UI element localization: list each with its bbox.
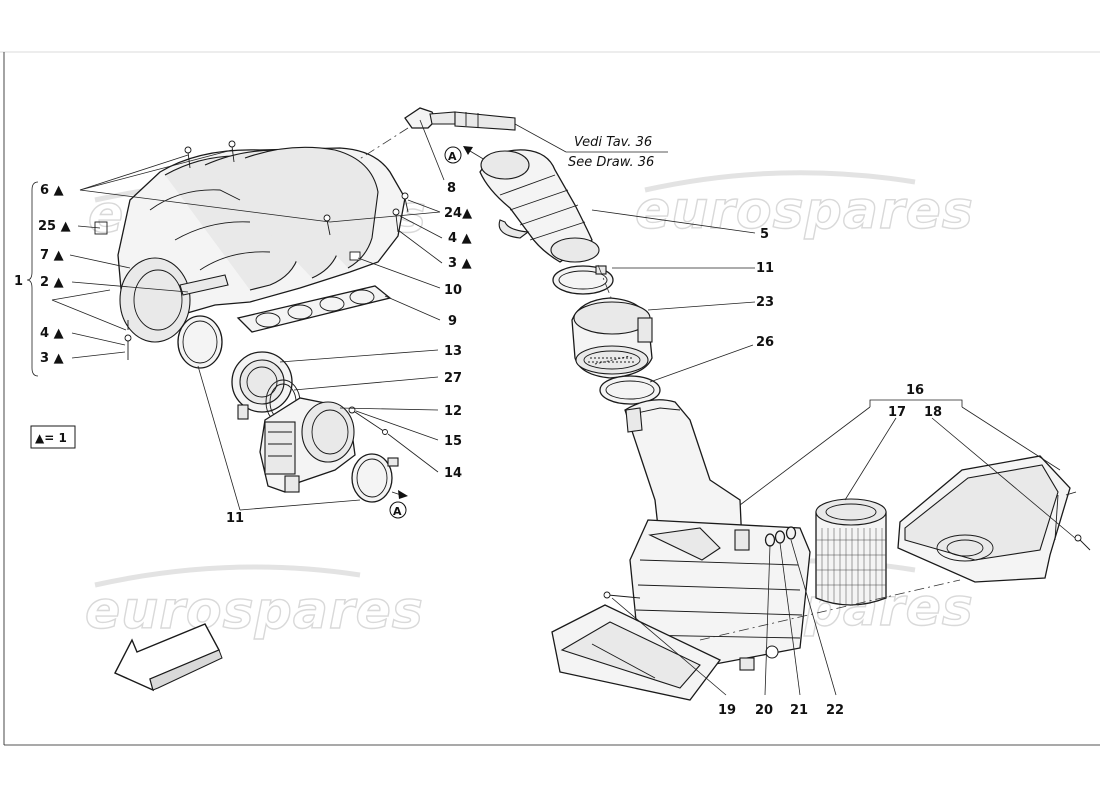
clamp-ring-upper [177, 315, 223, 369]
callout-9: 9 [448, 314, 457, 329]
axis-line-duct [597, 264, 613, 301]
callout-21: 21 [790, 703, 808, 718]
callout-4-right: 4 ▲ [448, 231, 472, 246]
callout-20: 20 [755, 703, 773, 718]
callout-23: 23 [756, 295, 774, 310]
callout-22: 22 [826, 703, 844, 718]
connector-a-icon-lower: A [389, 490, 408, 519]
clamp-ring-lower [351, 453, 399, 503]
throttle-body [259, 397, 388, 493]
leader-lines [26, 119, 1076, 696]
callout-15: 15 [444, 434, 462, 449]
throttle-adapter [231, 351, 293, 420]
callout-11-right: 11 [756, 261, 774, 276]
callout-19: 19 [718, 703, 736, 718]
reference-italian: Vedi Tav. 36 [574, 135, 652, 150]
callout-1: 1 [14, 274, 23, 289]
callout-5: 5 [760, 227, 769, 242]
callout-6: 6 ▲ [40, 183, 64, 198]
air-intake-duct [479, 149, 600, 263]
callout-16: 16 [906, 383, 924, 398]
callout-13: 13 [444, 344, 462, 359]
callout-27: 27 [444, 371, 462, 386]
callout-4-left: 4 ▲ [40, 326, 64, 341]
legend-text: ▲= 1 [35, 431, 67, 445]
breather-pipe [404, 107, 516, 131]
callout-3-right: 3 ▲ [448, 256, 472, 271]
air-filter-element [815, 498, 887, 606]
callout-7: 7 ▲ [40, 248, 64, 263]
washer-set [764, 526, 797, 547]
axis-line-breather [357, 127, 409, 161]
air-filter-housing [551, 399, 811, 701]
reference-english: See Draw. 36 [568, 155, 654, 170]
clamp-ring-duct [552, 265, 614, 295]
callout-10: 10 [444, 283, 462, 298]
callout-24: 24▲ [444, 206, 472, 221]
callout-14: 14 [444, 466, 462, 481]
callout-25: 25 ▲ [38, 219, 71, 234]
callout-11-lower: 11 [226, 511, 244, 526]
connector-a-icon-upper: A [444, 146, 486, 164]
callout-17: 17 [888, 405, 906, 420]
callout-8: 8 [447, 181, 456, 196]
seal-ring [599, 375, 661, 405]
callout-18: 18 [924, 405, 942, 420]
callout-labels: 1 6 ▲ 25 ▲ 7 ▲ 2 ▲ 4 ▲ 3 ▲ 8 24▲ 4 ▲ 3 ▲… [14, 135, 942, 718]
callout-12: 12 [444, 404, 462, 419]
legend-box: ▲= 1 [30, 425, 76, 449]
callout-2: 2 ▲ [40, 275, 64, 290]
connector-a-label-lower: A [393, 505, 402, 518]
direction-arrow-icon [114, 623, 223, 692]
callout-26: 26 [756, 335, 774, 350]
watermark-bottom-left: eurospares [85, 581, 424, 641]
callout-3-left: 3 ▲ [40, 351, 64, 366]
air-flow-meter [571, 297, 653, 379]
air-box-cover [897, 455, 1091, 583]
axis-line-airbox [699, 579, 961, 641]
watermark-top-right: eurospares [635, 181, 974, 241]
connector-a-label-upper: A [448, 150, 457, 163]
intake-manifold [94, 140, 409, 360]
